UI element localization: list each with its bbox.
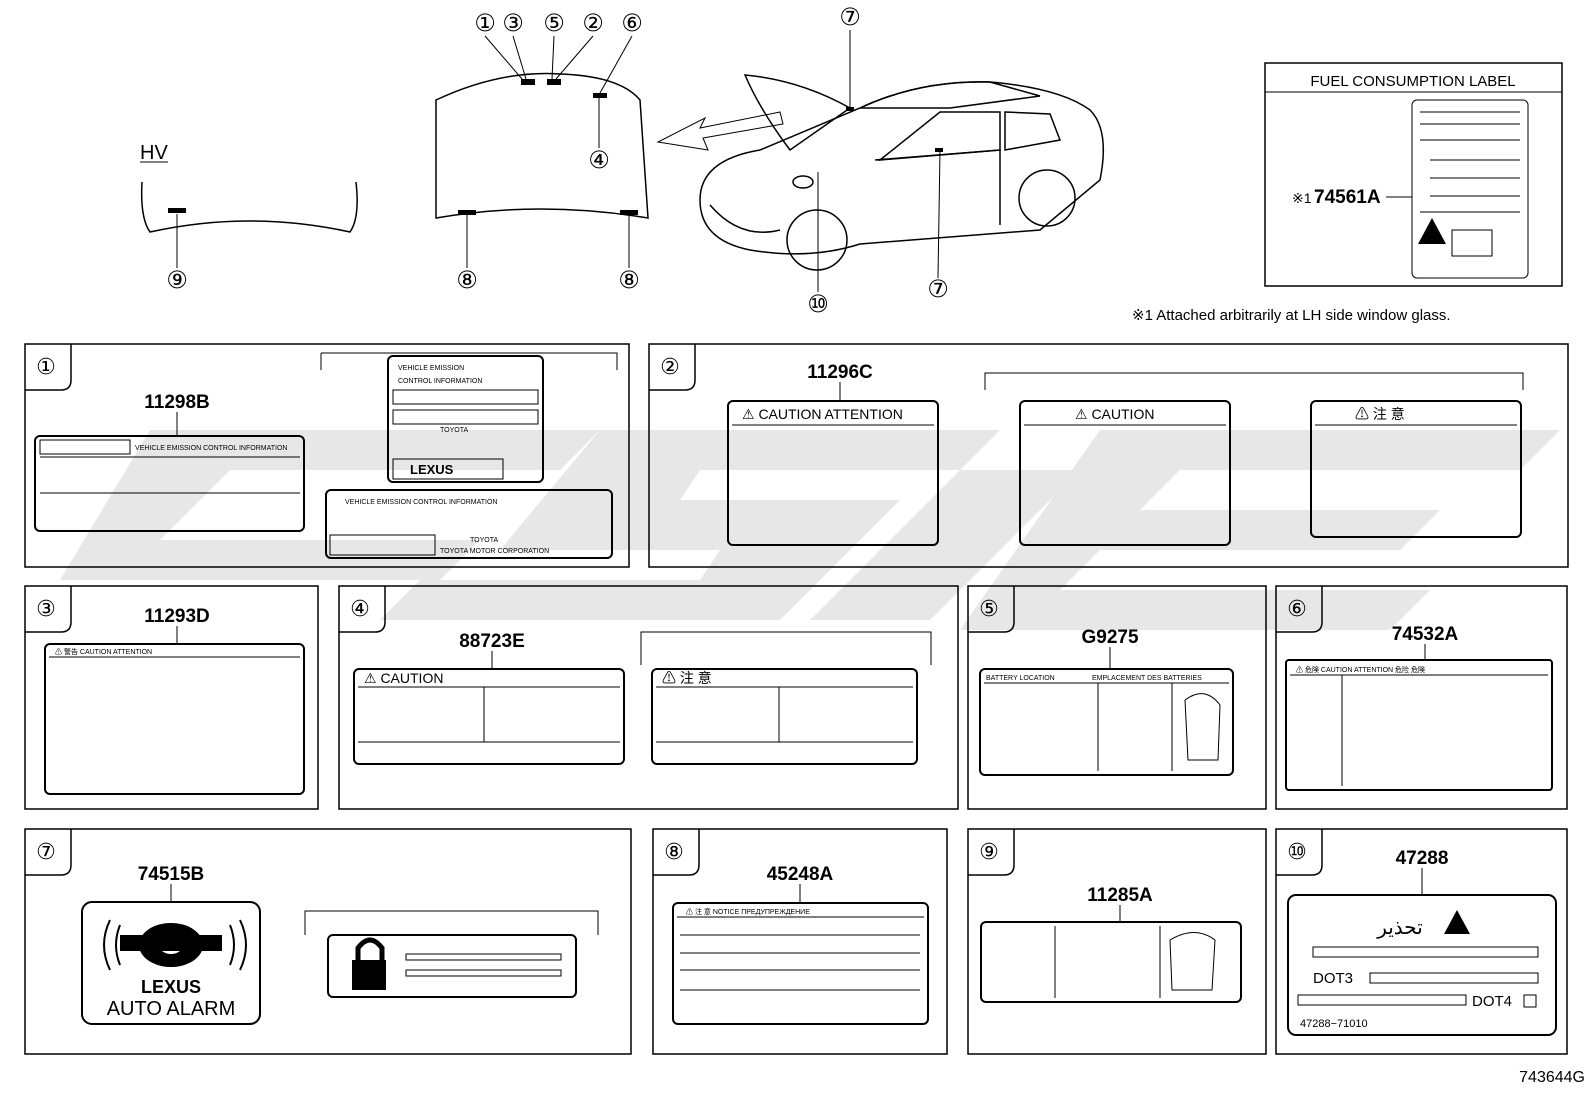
panel-4-art [353, 631, 932, 765]
panel-7: ⑦ [24, 828, 632, 1055]
panel-10-part: 47288 [1396, 848, 1449, 869]
panel-number: ⑦ [36, 840, 56, 865]
panel-6-part: 74532A [1392, 624, 1459, 645]
label-text: EMPLACEMENT DES BATTERIES [1092, 675, 1202, 682]
label-text: LEXUS [141, 977, 201, 997]
panel-4: ④ [338, 585, 959, 810]
label-marker [593, 93, 607, 98]
panel-8-art [672, 902, 929, 1025]
panel-1-part: 11298B [144, 392, 210, 413]
label-text: TOYOTA MOTOR CORPORATION [440, 548, 549, 555]
label-text: 47288−71010 [1300, 1018, 1368, 1030]
panel-number: ⑥ [1287, 597, 1307, 622]
label-text: ⚠ CAUTION [364, 670, 443, 686]
label-text: BATTERY LOCATION [986, 675, 1055, 682]
panel-9-part: 11285A [1087, 885, 1153, 906]
label-text: ⚠ CAUTION [1075, 406, 1154, 422]
label-text: تحذير [1376, 917, 1423, 939]
label-text: ⚠ 危険 CAUTION ATTENTION 危险 危険 [1296, 665, 1425, 674]
panel-2-part: 11296C [807, 362, 873, 383]
hood-outline [435, 72, 649, 219]
panel-number: ⑧ [664, 840, 684, 865]
callout-number: ⑤ [543, 9, 565, 37]
callout-number: ⑧ [618, 266, 640, 294]
arrow-icon [656, 111, 784, 151]
label-text: VEHICLE EMISSION CONTROL INFORMATION [135, 445, 287, 452]
callout-number: ② [582, 9, 604, 37]
fuel-label-mark: ※1 [1292, 190, 1312, 206]
panel-number: ⑤ [979, 597, 999, 622]
panel-3-part: 11293D [144, 606, 210, 627]
panel-5-part: G9275 [1081, 627, 1138, 648]
panel-10-art [1287, 894, 1557, 1036]
car-illustration [699, 74, 1105, 271]
panel-2: ② [648, 343, 1569, 568]
panel-number: ④ [350, 597, 370, 622]
label-text: ⚠ CAUTION ATTENTION [742, 406, 903, 422]
label-marker [547, 79, 561, 85]
label-text: ⚠ 注 意 NOTICE ПРЕДУПРЕЖДЕНИЕ [686, 907, 810, 916]
panel-5: ⑤ [967, 585, 1267, 810]
panel-2-art [727, 372, 1524, 546]
callout-number: ⑧ [456, 266, 478, 294]
callout-number: ③ [502, 9, 524, 37]
panel-1-art [34, 352, 618, 559]
panel-7-art [81, 901, 599, 1025]
panel-6-art [1285, 659, 1553, 791]
label-text: LEXUS [410, 462, 454, 477]
fuel-label-sticker [1411, 99, 1529, 279]
label-marker [620, 210, 638, 215]
label-text: DOT3 [1313, 970, 1353, 987]
panel-6: ⑥ [1275, 585, 1568, 810]
diagram-code: 743644G [1519, 1069, 1585, 1086]
label-marker [458, 210, 476, 215]
watermark [60, 430, 1560, 630]
callout-number: ⑦ [839, 3, 861, 31]
panel-number: ① [36, 355, 56, 380]
fuel-label-title: FUEL CONSUMPTION LABEL [1310, 73, 1515, 90]
label-text: ⚠ 警告 CAUTION ATTENTION [55, 647, 152, 656]
panel-5-art [979, 668, 1234, 776]
panel-3-art [44, 643, 305, 795]
label-text: ⚠ 注 意 [662, 670, 712, 686]
panel-4-part: 88723E [459, 631, 525, 652]
panel-number: ③ [36, 597, 56, 622]
callout-number: ⑩ [807, 290, 829, 318]
panel-9-art [980, 921, 1242, 1003]
label-text: AUTO ALARM [107, 998, 236, 1020]
panel-3: ③ [24, 585, 319, 810]
panel-9: ⑨ [967, 828, 1267, 1055]
label-text: VEHICLE EMISSION [398, 365, 464, 372]
label-marker [935, 148, 943, 152]
fuel-label-box [1264, 62, 1563, 287]
fuel-label-note: ※1 Attached arbitrarily at LH side windo… [1132, 307, 1451, 324]
panel-8-part: 45248A [767, 864, 834, 885]
panel-number: ⑩ [1287, 840, 1307, 865]
callout-number: ⑥ [621, 9, 643, 37]
label-text: VEHICLE EMISSION CONTROL INFORMATION [345, 499, 497, 506]
panel-number: ② [660, 355, 680, 380]
panel-8: ⑧ [652, 828, 948, 1055]
label-marker [168, 208, 186, 213]
label-marker [846, 107, 854, 111]
label-text: DOT4 [1472, 993, 1512, 1010]
callout-number: ⑨ [166, 266, 188, 294]
panel-1: ① [24, 343, 630, 568]
hv-hood-outline [140, 181, 358, 233]
label-text: TOYOTA [440, 427, 468, 434]
label-marker [521, 79, 535, 85]
label-text: CONTROL INFORMATION [398, 378, 482, 385]
panel-10: ⑩ [1275, 828, 1568, 1055]
panel-7-part: 74515B [138, 864, 205, 885]
fuel-label-part: 74561A [1314, 187, 1381, 208]
callout-number: ⑦ [927, 275, 949, 303]
label-text: TOYOTA [470, 537, 498, 544]
callout-number: ④ [588, 146, 610, 174]
callout-number: ① [474, 9, 496, 37]
label-text: ⚠ 注 意 [1355, 406, 1405, 422]
panel-number: ⑨ [979, 840, 999, 865]
hv-label: HV [140, 142, 168, 164]
